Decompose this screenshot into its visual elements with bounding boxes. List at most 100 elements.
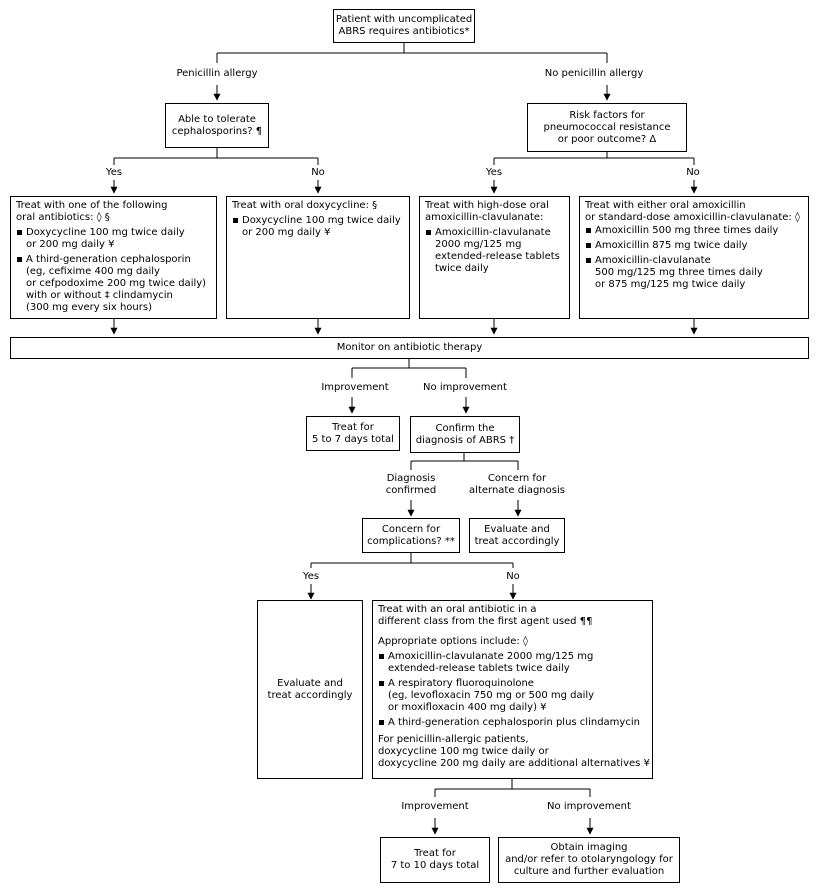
diag-line-1: Diagnosis	[386, 473, 436, 484]
item-line: extended-release tablets twice daily	[388, 663, 570, 674]
list-item: Amoxicillin-clavulanate 2000 mg/125 mg e…	[378, 651, 647, 675]
start-node: Patient with uncomplicated ABRS requires…	[333, 9, 475, 43]
big-foot-2: doxycycline 100 mg twice daily or	[378, 746, 549, 757]
item-line: A third-generation cephalosporin plus cl…	[388, 717, 640, 728]
box3-head-1: Treat with high-dose oral	[425, 200, 549, 211]
risk-line-2: pneumococcal resistance	[543, 121, 671, 133]
item-line: or 875 mg/125 mg twice daily	[595, 279, 746, 290]
risk-line-1: Risk factors for	[569, 109, 645, 121]
label-diagnosis-confirmed: Diagnosis confirmed	[386, 473, 436, 497]
comp-line-1: Concern for	[381, 523, 441, 535]
item-line: 500 mg/125 mg three times daily	[595, 267, 763, 278]
item-line: or moxifloxacin 400 mg daily) ¥	[388, 702, 547, 713]
list-item: Doxycycline 100 mg twice daily or 200 mg…	[16, 227, 211, 251]
evaluate-complications-node: Evaluate and treat accordingly	[257, 600, 363, 779]
item-line: or 200 mg daily ¥	[242, 227, 331, 238]
treat2-line-2: 7 to 10 days total	[390, 860, 480, 871]
treatment-box-allergy-ceph: Treat with one of the following oral ant…	[10, 196, 217, 319]
label-no-penicillin-allergy: No penicillin allergy	[544, 68, 644, 79]
eval1-line-2: treat accordingly	[474, 535, 560, 547]
treat1-line-1: Treat for	[332, 421, 374, 433]
imaging-line-3: culture and further evaluation	[513, 866, 665, 877]
item-line: 2000 mg/125 mg	[435, 239, 522, 250]
label-yes-left: Yes	[105, 167, 123, 178]
item-line: extended-release tablets	[435, 251, 560, 262]
label-yes-complications: Yes	[302, 571, 320, 582]
comp-line-2: complications? **	[367, 535, 455, 547]
item-line: (300 mg every six hours)	[26, 302, 152, 313]
box1-head-1: Treat with one of the following	[16, 200, 168, 211]
item-line: Doxycycline 100 mg twice daily	[242, 215, 401, 226]
label-no-left: No	[311, 167, 325, 178]
list-item: Amoxicillin-clavulanate 2000 mg/125 mg e…	[425, 227, 564, 275]
label-yes-right: Yes	[485, 167, 503, 178]
treatment-box-high-dose: Treat with high-dose oral amoxicillin-cl…	[419, 196, 570, 319]
item-line: twice daily	[435, 263, 489, 274]
monitor-text: Monitor on antibiotic therapy	[336, 342, 483, 353]
complications-question: Concern for complications? **	[362, 518, 460, 553]
second-line-treatment-box: Treat with an oral antibiotic in a diffe…	[372, 600, 653, 779]
item-line: (eg, levofloxacin 750 mg or 500 mg daily	[388, 690, 595, 701]
evaluate-alternate-node: Evaluate and treat accordingly	[469, 518, 565, 553]
alt-line-1: Concern for	[487, 473, 547, 484]
eval1-line-1: Evaluate and	[484, 523, 550, 535]
big-foot-3: doxycycline 200 mg daily are additional …	[378, 758, 650, 769]
label-improvement-1: Improvement	[321, 382, 389, 393]
item-line: Amoxicillin 500 mg three times daily	[595, 225, 779, 236]
list-item: Amoxicillin 875 mg twice daily	[585, 240, 803, 252]
confirm-line-1: Confirm the	[435, 422, 495, 434]
start-line-2: ABRS requires antibiotics*	[338, 26, 470, 37]
alt-line-2: alternate diagnosis	[469, 485, 565, 496]
start-line-1: Patient with uncomplicated	[335, 14, 473, 25]
ceph-line-2: cephalosporins? ¶	[171, 125, 263, 137]
label-no-improvement-2: No improvement	[547, 801, 631, 812]
confirm-diagnosis-node: Confirm the diagnosis of ABRS †	[410, 416, 520, 453]
cephalosporin-question: Able to tolerate cephalosporins? ¶	[165, 103, 269, 148]
confirm-line-2: diagnosis of ABRS †	[415, 434, 515, 446]
ceph-line-1: Able to tolerate	[178, 113, 256, 125]
treat2-line-1: Treat for	[414, 848, 456, 859]
item-line: Amoxicillin 875 mg twice daily	[595, 240, 748, 251]
list-item: Doxycycline 100 mg twice daily or 200 mg…	[232, 215, 404, 239]
list-item: Amoxicillin 500 mg three times daily	[585, 225, 803, 237]
box4-head-2: or standard-dose amoxicillin-clavulanate…	[585, 212, 800, 223]
label-no-improvement-1: No improvement	[423, 382, 507, 393]
box2-head-1: Treat with oral doxycycline: §	[232, 200, 378, 211]
eval2-line-1: Evaluate and	[277, 677, 343, 689]
box1-head-2: oral antibiotics: ◊ §	[16, 212, 110, 223]
treat-7-10-days: Treat for 7 to 10 days total	[380, 837, 490, 883]
eval2-line-2: treat accordingly	[267, 689, 353, 701]
list-item: Amoxicillin-clavulanate 500 mg/125 mg th…	[585, 255, 803, 291]
big-options: Appropriate options include: ◊	[378, 636, 528, 647]
risk-line-3: or poor outcome? Δ	[557, 133, 657, 145]
item-line: A third-generation cephalosporin	[26, 254, 191, 265]
risk-factors-question: Risk factors for pneumococcal resistance…	[527, 103, 687, 152]
item-line: A respiratory fluoroquinolone	[388, 678, 534, 689]
box4-head-1: Treat with either oral amoxicillin	[585, 200, 746, 211]
obtain-imaging-node: Obtain imaging and/or refer to otolaryng…	[498, 837, 680, 883]
treatment-box-doxycycline: Treat with oral doxycycline: § Doxycycli…	[226, 196, 410, 319]
treat1-line-2: 5 to 7 days total	[312, 433, 394, 445]
diag-line-2: confirmed	[385, 485, 437, 496]
big-head-1: Treat with an oral antibiotic in a	[378, 604, 537, 615]
imaging-line-1: Obtain imaging	[550, 842, 628, 853]
list-item: A third-generation cephalosporin (eg, ce…	[16, 254, 211, 314]
box3-head-2: amoxicillin-clavulanate:	[425, 212, 544, 223]
list-item: A third-generation cephalosporin plus cl…	[378, 717, 647, 729]
imaging-line-2: and/or refer to otolaryngology for	[505, 854, 673, 865]
label-no-complications: No	[506, 571, 520, 582]
label-improvement-2: Improvement	[401, 801, 469, 812]
item-line: Amoxicillin-clavulanate	[595, 255, 711, 266]
label-no-right: No	[686, 167, 700, 178]
item-line: (eg, cefixime 400 mg daily	[26, 266, 160, 277]
treat-5-7-days: Treat for 5 to 7 days total	[306, 416, 400, 451]
label-penicillin-allergy: Penicillin allergy	[176, 68, 258, 79]
item-line: or cefpodoxime 200 mg twice daily)	[26, 278, 207, 289]
big-foot-1: For penicillin-allergic patients,	[378, 734, 529, 745]
label-concern-alternate: Concern for alternate diagnosis	[469, 473, 565, 497]
list-item: A respiratory fluoroquinolone (eg, levof…	[378, 678, 647, 714]
treatment-box-standard-dose: Treat with either oral amoxicillin or st…	[579, 196, 809, 319]
item-line: Doxycycline 100 mg twice daily	[26, 227, 185, 238]
item-line: Amoxicillin-clavulanate 2000 mg/125 mg	[388, 651, 594, 662]
